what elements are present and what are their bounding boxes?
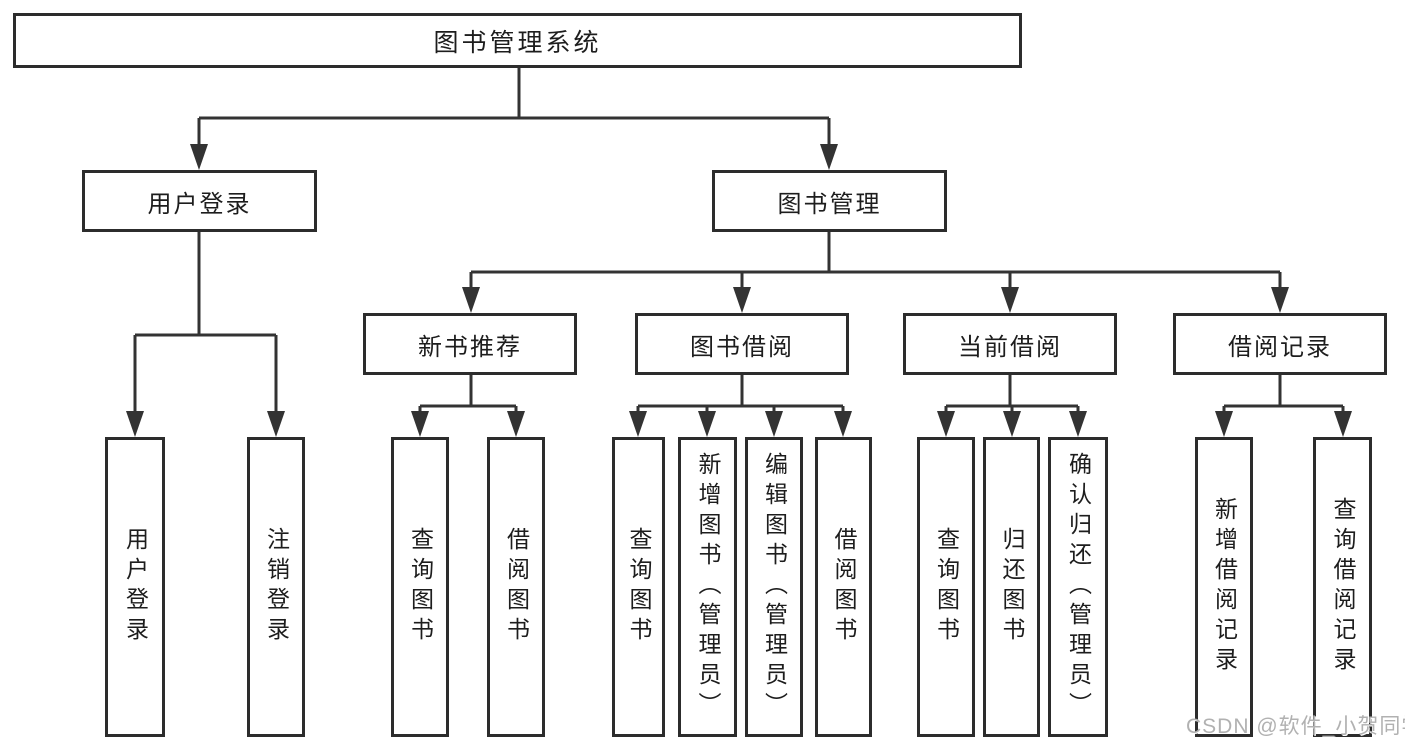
arrowhead [1334,411,1352,437]
arrowhead [765,411,783,437]
node-current-borrow: 当前借阅 [903,313,1117,375]
arrowhead [126,411,144,437]
arrowhead [937,411,955,437]
connector-current-borrow-to-leaves [937,374,1087,437]
node-borrow-records: 借阅记录 [1173,313,1387,375]
node-borrow-records-label: 借阅记录 [1228,333,1332,361]
leaf-query-borrow-record-label: 查询借阅记录 [1330,497,1356,677]
leaf-add-borrow-record: 新增借阅记录 [1195,437,1253,737]
arrowhead [411,411,429,437]
leaf-add-borrow-record-label: 新增借阅记录 [1211,497,1238,677]
node-user-login: 用户登录 [82,170,317,232]
leaf-user-login-label: 用户登录 [122,527,149,647]
arrowhead [820,144,838,170]
node-new-book-recommend: 新书推荐 [363,313,577,375]
node-book-borrow-label: 图书借阅 [690,333,794,361]
node-new-book-recommend-label: 新书推荐 [418,333,522,361]
leaf-borrow-books-recommend: 借阅图书 [487,437,545,737]
arrowhead [1001,287,1019,313]
arrowhead [1271,287,1289,313]
arrowhead [629,411,647,437]
node-user-login-label: 用户登录 [147,190,252,218]
arrowhead [834,411,852,437]
arrowhead [190,144,208,170]
arrowhead [1215,411,1233,437]
connector-book-management-to-level3 [462,232,1289,313]
leaf-logout: 注销登录 [247,437,305,737]
arrowhead [1069,411,1087,437]
arrowhead [267,411,285,437]
node-current-borrow-label: 当前借阅 [958,333,1062,361]
connector-root-to-level2 [190,67,838,170]
leaf-query-books-current: 查询图书 [917,437,975,737]
leaf-confirm-return-admin: 确认归还（管理员） [1048,437,1108,737]
node-book-borrow: 图书借阅 [635,313,849,375]
connector-book-borrow-to-leaves [629,374,852,437]
arrowhead [733,287,751,313]
leaf-add-books-admin-label: 新增图书（管理员） [695,452,721,722]
arrowhead [1003,411,1021,437]
node-root-system: 图书管理系统 [13,13,1022,68]
connector-user-login-to-leaves [126,232,285,437]
arrowhead [507,411,525,437]
node-book-management-label: 图书管理 [777,190,882,218]
leaf-user-login: 用户登录 [105,437,165,737]
arrowhead [462,287,480,313]
leaf-return-books-label: 归还图书 [999,527,1025,647]
leaf-query-books-borrow: 查询图书 [612,437,665,737]
leaf-edit-books-admin: 编辑图书（管理员） [745,437,803,737]
node-book-management: 图书管理 [712,170,947,232]
leaf-query-books-borrow-label: 查询图书 [626,527,652,647]
leaf-return-books: 归还图书 [983,437,1040,737]
leaf-query-books-recommend-label: 查询图书 [407,527,434,647]
leaf-logout-label: 注销登录 [263,527,290,647]
leaf-borrow-books-label: 借阅图书 [831,527,857,647]
leaf-query-borrow-record: 查询借阅记录 [1313,437,1372,737]
leaf-borrow-books-recommend-label: 借阅图书 [503,527,530,647]
leaf-query-books-current-label: 查询图书 [933,527,960,647]
arrowhead [698,411,716,437]
connector-borrow-records-to-leaves [1215,374,1352,437]
connector-new-book-recommend-to-leaves [411,374,525,437]
leaf-borrow-books: 借阅图书 [815,437,872,737]
leaf-edit-books-admin-label: 编辑图书（管理员） [761,452,788,722]
leaf-confirm-return-admin-label: 确认归还（管理员） [1065,452,1092,722]
node-root-system-label: 图书管理系统 [433,28,602,57]
leaf-add-books-admin: 新增图书（管理员） [678,437,737,737]
leaf-query-books-recommend: 查询图书 [391,437,449,737]
csdn-watermark: CSDN @软件_小贺同学 [1186,715,1405,738]
